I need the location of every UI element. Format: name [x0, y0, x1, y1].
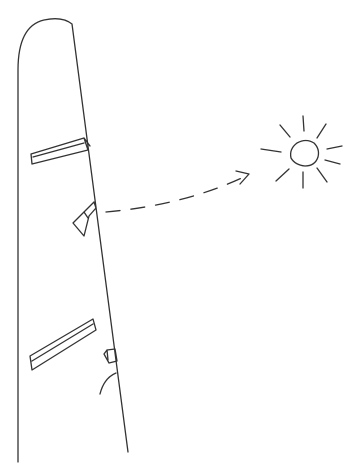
sun-rays: [260, 115, 343, 189]
air-flow-curve: [99, 372, 117, 395]
wall-vent-icon: [103, 348, 118, 364]
building-outline: [17, 18, 129, 463]
sun-icon: [260, 115, 343, 189]
dashed-arrow-icon: [105, 170, 250, 213]
building-facade-icon: [17, 18, 129, 463]
louver-window-bottom-icon: [29, 318, 97, 371]
open-window-flap-icon: [72, 201, 97, 237]
louver-window-top-icon: [30, 137, 91, 165]
sun-core: [289, 139, 320, 167]
